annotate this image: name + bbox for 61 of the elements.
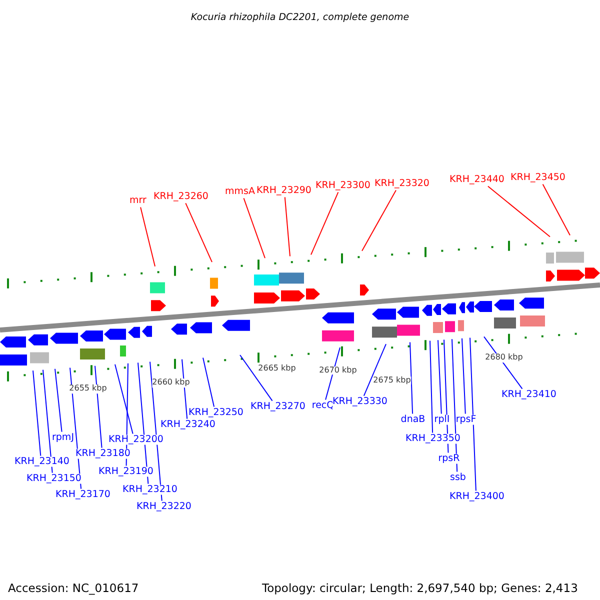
gene-label: KRH_23440	[450, 174, 504, 186]
footer-text: Topology: circular; Length: 2,697,540 bp; Genes: 2,413	[262, 582, 578, 595]
gene-label: KRH_23250	[188, 408, 244, 418]
gene-label: rplI	[434, 414, 450, 426]
leader-line	[410, 342, 414, 414]
leader-line	[542, 184, 570, 236]
scale-label: 2680 kbp	[485, 354, 523, 363]
leader-line	[240, 354, 273, 402]
gene-label: KRH_23140	[14, 456, 70, 468]
gene-label: rpmJ	[52, 432, 74, 444]
leader-line	[42, 369, 53, 474]
leader-line	[452, 338, 458, 472]
leader-line	[54, 368, 62, 432]
gene-label: recQ	[312, 400, 334, 412]
leader-line	[140, 206, 156, 267]
gene-label: rpsR	[438, 454, 460, 464]
leader-line	[202, 357, 215, 408]
scale-label: 2655 kbp	[69, 385, 107, 394]
leader-line	[185, 202, 212, 263]
leader-line	[243, 198, 266, 259]
gene-label: KRH_23320	[374, 178, 430, 190]
gene-label: ssb	[450, 472, 466, 484]
gene-label: KRH_23220	[136, 502, 192, 512]
gene-label: KRH_23290	[256, 186, 312, 196]
gene-label: KRH_23350	[406, 434, 460, 444]
gene-label: KRH_23400	[450, 492, 504, 502]
gene-label: KRH_23260	[154, 192, 208, 202]
gene-label: KRH_23330	[332, 396, 388, 408]
leader-line	[32, 370, 42, 456]
scale-label: 2665 kbp	[258, 364, 296, 374]
leader-line	[438, 340, 442, 414]
gene-label: KRH_23410	[502, 390, 556, 400]
gene-label: KRH_23270	[250, 402, 306, 412]
leader-line	[284, 196, 290, 257]
gene-label: KRH_23200	[108, 434, 164, 446]
leader-line	[310, 192, 339, 256]
gene-label: rpsF	[456, 414, 476, 426]
leader-line	[114, 364, 134, 434]
scale-label: 2670 kbp	[319, 366, 357, 376]
gene-label: KRH_23180	[76, 448, 130, 460]
gene-label: KRH_23240	[160, 420, 216, 430]
leader-line	[470, 337, 476, 492]
leader-line	[444, 339, 449, 454]
gene-label: mmsA	[225, 186, 255, 198]
leader-line	[363, 344, 386, 396]
leader-line	[362, 190, 396, 252]
gene-label: KRH_23190	[98, 466, 154, 478]
gene-label: KRH_23150	[26, 474, 82, 484]
gene-label: KRH_23300	[316, 180, 370, 192]
leader-line	[487, 186, 550, 238]
gene-label: KRH_23170	[56, 490, 110, 500]
scale-label: 2675 kbp	[373, 376, 411, 385]
leader-line	[430, 340, 434, 434]
diagram-title: Kocuria rhizophila DC2201, complete genome	[190, 12, 410, 24]
leader-line	[94, 365, 102, 448]
footer-text: Accession: NC_010617	[8, 582, 139, 595]
gene-label: KRH_23450	[510, 172, 566, 184]
scale-label: 2660 kbp	[152, 378, 190, 388]
gene-label: dnaB	[400, 414, 426, 426]
leader-line	[462, 338, 466, 414]
gene-label: KRH_23210	[122, 484, 178, 496]
